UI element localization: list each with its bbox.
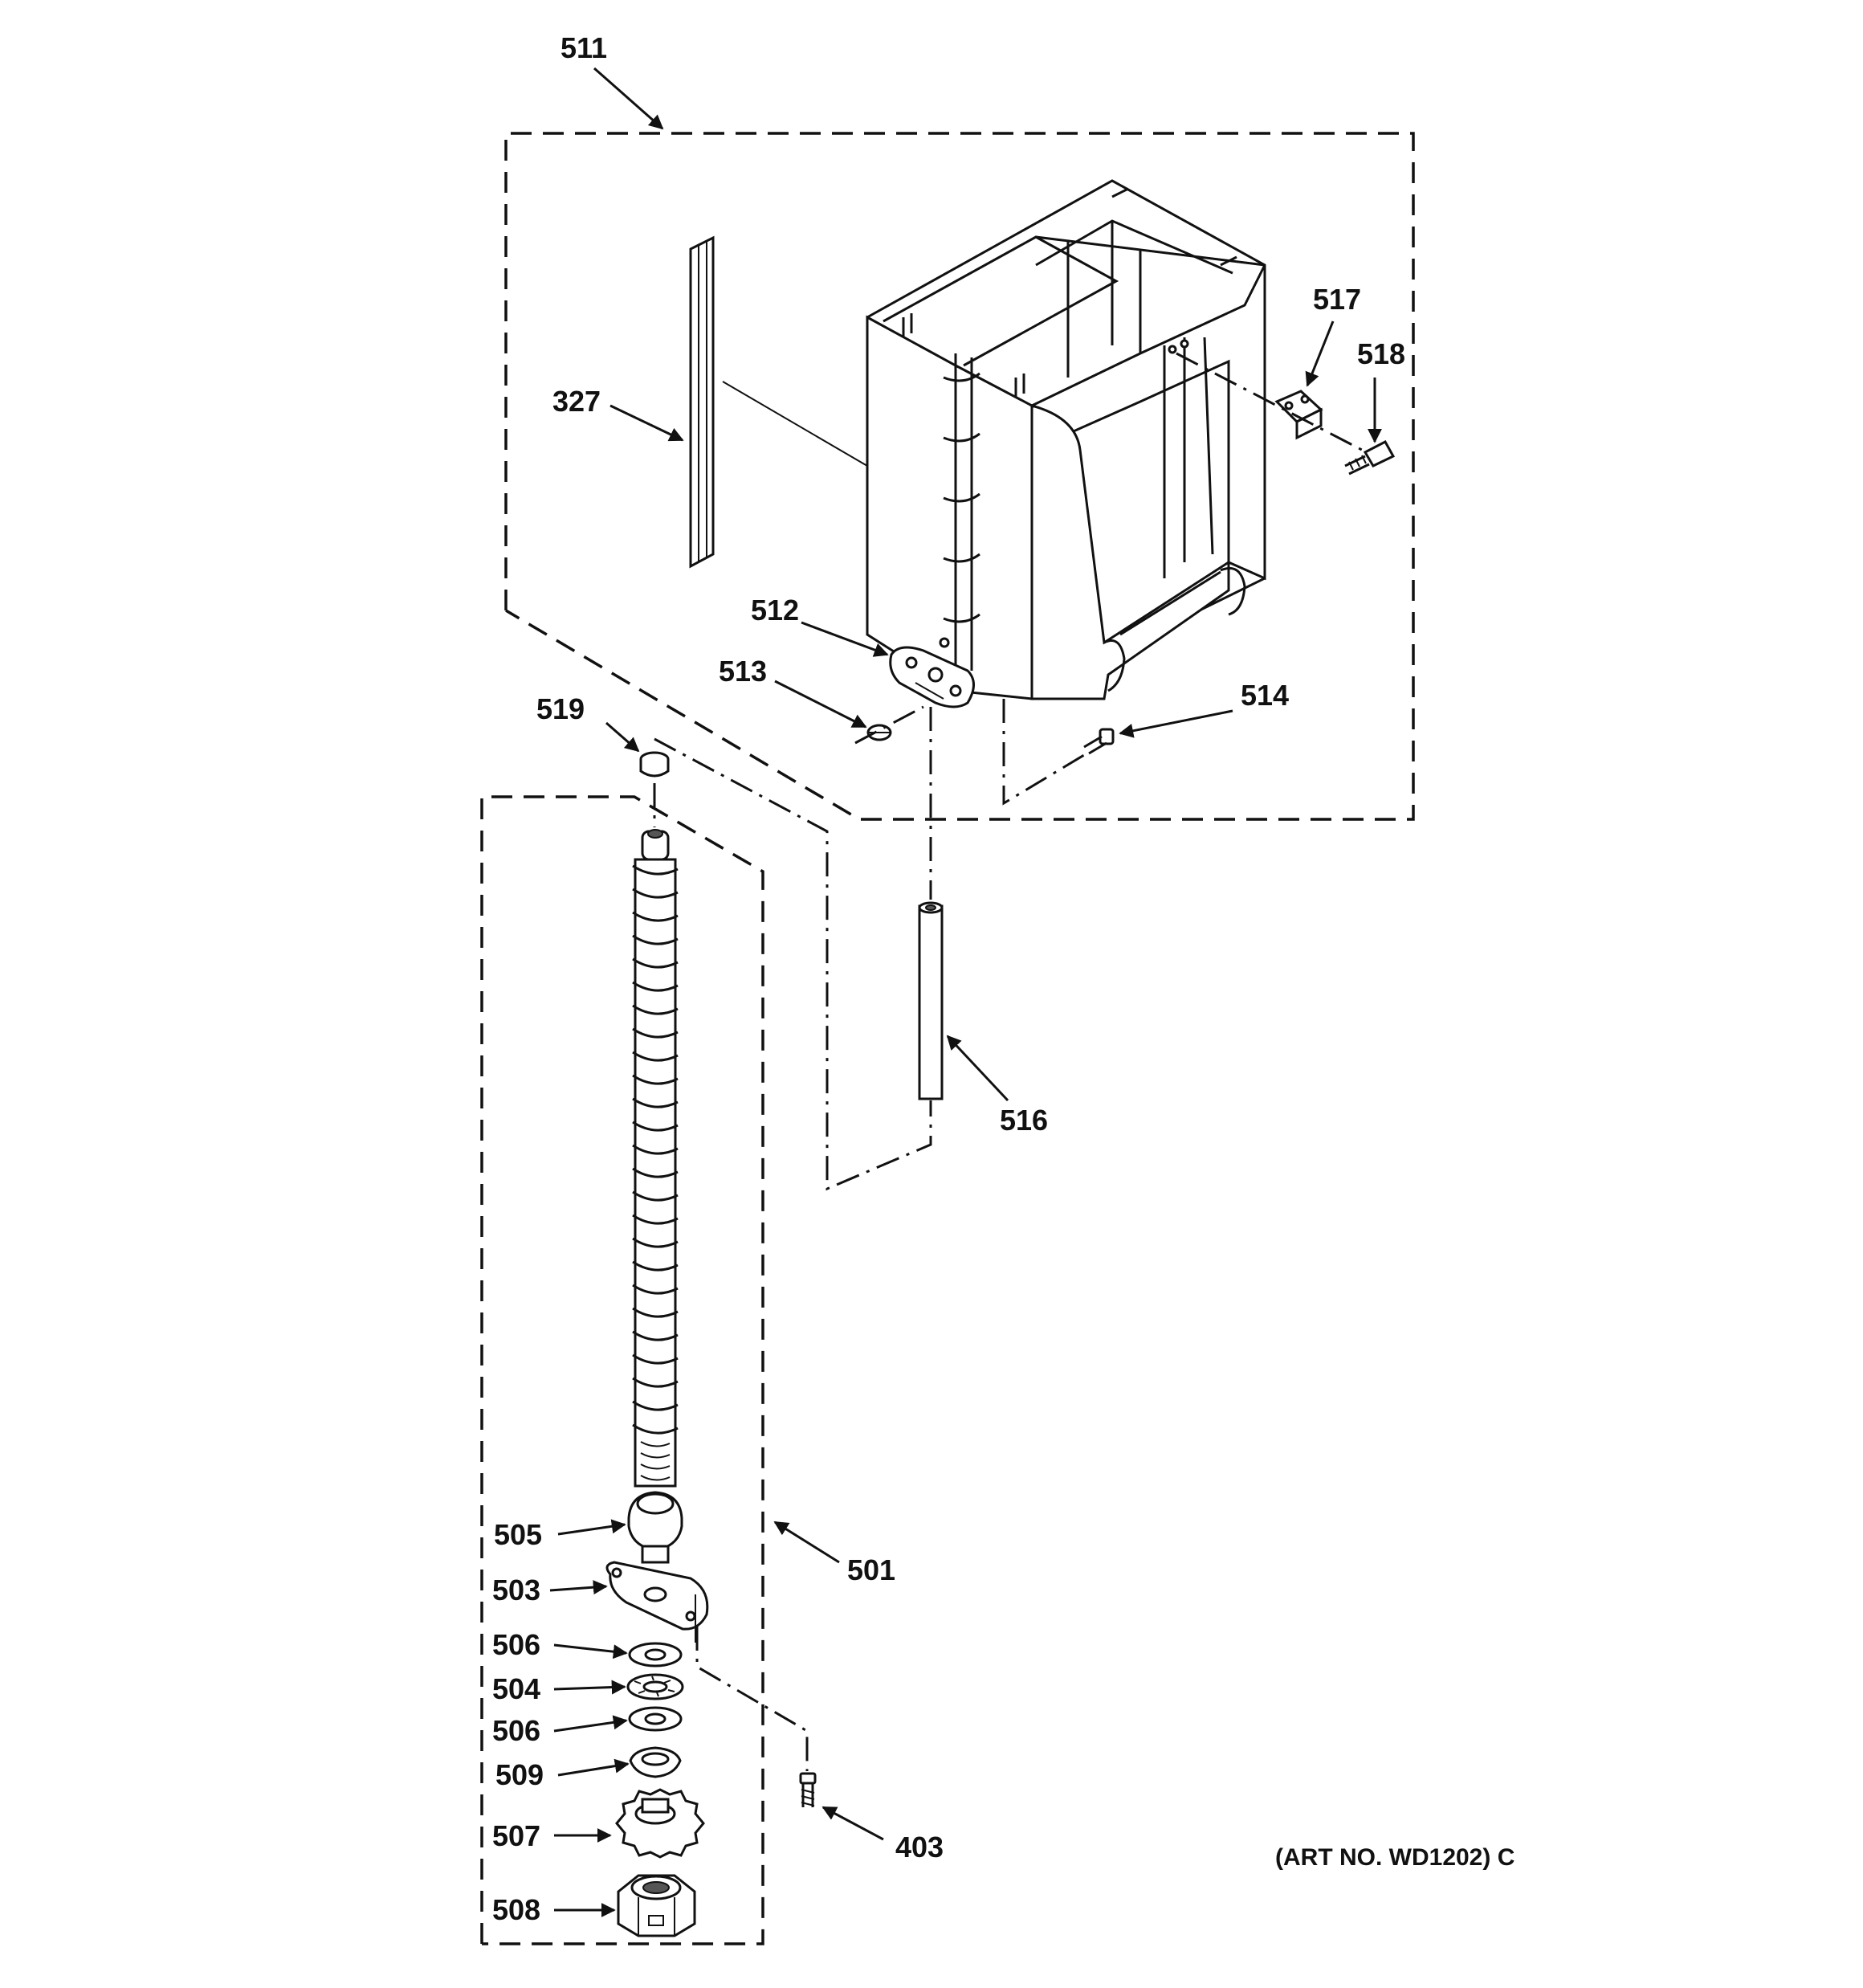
auger-thread [632,1004,679,1015]
gasket-strip-327 [689,235,868,569]
auger-tail-thread [640,1441,671,1447]
callout-403: 403 [895,1831,944,1863]
art-number: (ART NO. WD1202) C [1275,1844,1514,1871]
auger-tail-thread [640,1463,671,1470]
auger-thread [632,1027,679,1039]
washer-513 [866,724,892,741]
bearing-505 [627,1491,683,1564]
callout-506-top: 506 [492,1628,540,1661]
callout-516: 516 [1000,1104,1048,1137]
callout-511: 511 [561,31,607,64]
callout-513: 513 [719,655,767,688]
screw-518 [1344,439,1396,476]
auger-thread [632,1121,679,1132]
auger-thread [632,888,679,899]
auger-thread [632,1307,679,1318]
washer-506-bottom [628,1706,683,1732]
auger-thread [632,1237,679,1248]
auger-thread [632,1144,679,1155]
callout-512: 512 [751,594,799,627]
thrust-bearing-504 [626,1673,684,1700]
auger-thread [632,1097,679,1108]
callout-519: 519 [536,692,585,725]
callout-508: 508 [492,1893,540,1926]
cup-509 [629,1746,682,1778]
auger-rod [632,829,679,1488]
callout-506-bottom: 506 [492,1714,540,1747]
auger-thread [632,1400,679,1411]
auger-tail-thread [640,1452,671,1459]
clip-517 [1274,390,1323,440]
callout-503: 503 [492,1574,540,1606]
auger-thread [632,1423,679,1435]
callout-507: 507 [492,1819,540,1852]
auger-tail-thread [640,1475,671,1481]
auger-thread [632,1051,679,1062]
auger-thread [632,1074,679,1085]
callout-509: 509 [495,1758,544,1791]
auger-thread [632,1214,679,1225]
callout-518: 518 [1357,337,1405,370]
sprocket-507 [615,1788,705,1859]
callout-501: 501 [847,1553,895,1586]
callout-514: 514 [1241,679,1289,712]
auger-thread [632,957,679,969]
screw-403 [799,1772,817,1807]
cap-519 [639,751,670,778]
bracket-512 [889,646,975,708]
auger-thread [632,1330,679,1341]
auger-thread [632,1377,679,1388]
plate-503 [605,1561,809,1771]
auger-thread [632,864,679,876]
auger-thread [632,981,679,992]
callout-517: 517 [1313,283,1361,316]
leader-lines [549,67,1382,1917]
screw-514 [1083,728,1115,755]
callout-505: 505 [494,1518,542,1551]
nut-508 [617,1874,696,1937]
auger-thread [632,1167,679,1178]
auger-thread [632,1353,679,1365]
washer-506-top [628,1642,683,1668]
auger-thread [632,934,679,945]
shaft-pin-516 [918,901,944,1100]
auger-thread [632,1190,679,1202]
callout-504: 504 [492,1672,540,1705]
auger-thread [632,1260,679,1272]
callout-327: 327 [552,385,601,418]
auger-thread [632,1284,679,1295]
assembly-511-boundary [504,132,1415,821]
auger-thread [632,911,679,922]
ice-hopper-housing [866,179,1266,700]
